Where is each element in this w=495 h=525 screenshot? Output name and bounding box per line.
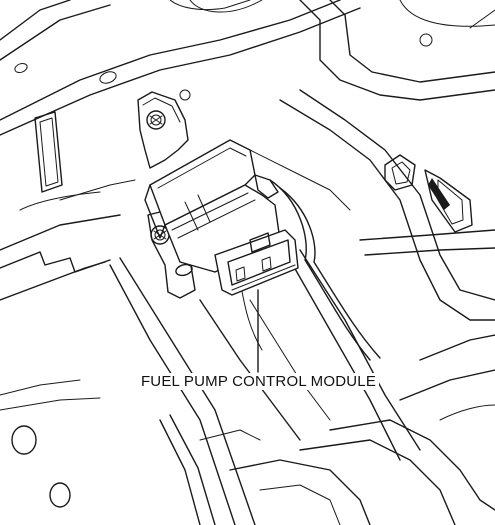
callout-label-text: FUEL PUMP CONTROL MODULE [137,373,380,390]
callout-label: FUEL PUMP CONTROL MODULE [0,373,495,390]
fuel-pump-control-module [144,139,299,296]
